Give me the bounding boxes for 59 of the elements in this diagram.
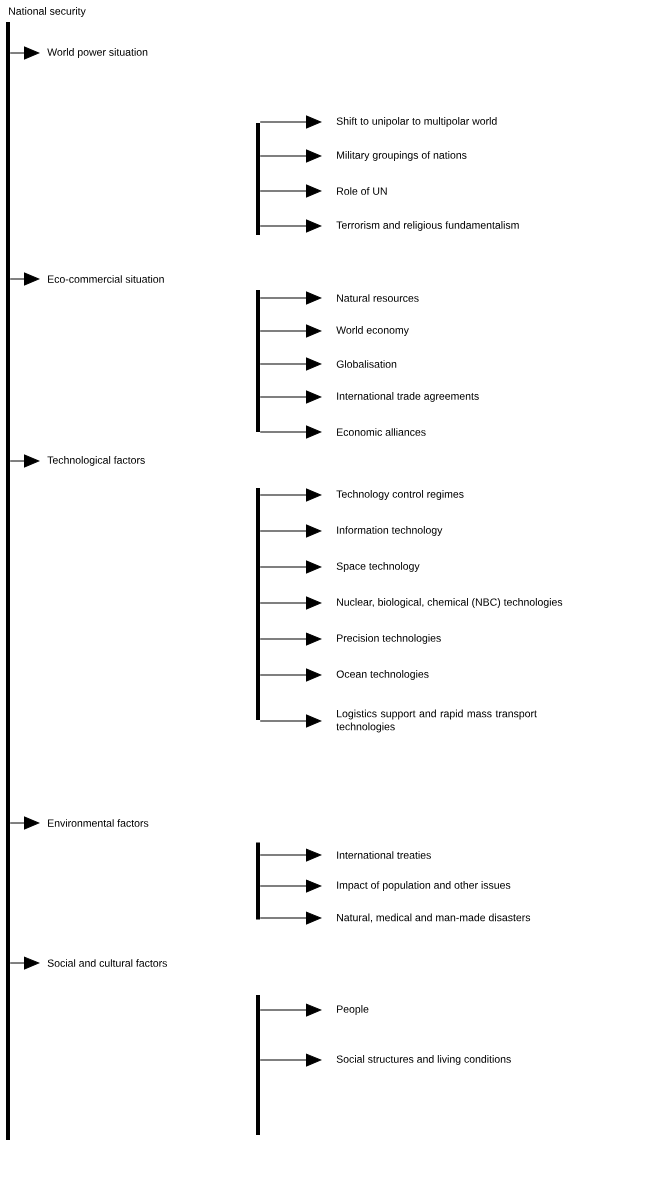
root-label: National security: [9, 7, 86, 17]
branch-bar: [256, 123, 260, 235]
arrow: [259, 879, 322, 893]
item-label: Ocean technologies: [336, 670, 429, 680]
branch-bar: [256, 488, 260, 720]
item-label: Economic alliances: [337, 428, 426, 436]
item-label: World economy: [336, 326, 409, 336]
item-label: Information technology: [337, 526, 443, 536]
item-label: Terrorism and religious fundamentalism: [336, 221, 519, 231]
branch-bar: [6, 22, 10, 1140]
item-label: Technology control regimes: [336, 490, 464, 500]
branch-bar: [256, 290, 260, 432]
arrow: [259, 560, 322, 574]
item-label: Shift to unipolar to multipolar world: [336, 117, 497, 127]
branch-bar: [256, 842, 260, 920]
arrow: [259, 1053, 322, 1067]
category-label: Technological factors: [47, 456, 145, 466]
arrow: [9, 956, 40, 970]
arrow: [259, 324, 322, 338]
arrow: [259, 714, 322, 728]
arrow: [259, 911, 322, 925]
item-label: Impact of population and other issues: [337, 881, 511, 891]
category-label: World power situation: [47, 48, 148, 58]
category-label: Environmental factors: [48, 819, 149, 827]
arrow: [259, 668, 322, 682]
arrow: [259, 632, 322, 646]
arrow: [259, 149, 322, 163]
arrow: [259, 184, 322, 198]
arrow: [9, 46, 40, 60]
arrow: [9, 272, 40, 286]
arrow: [259, 357, 322, 371]
item-label: International trade agreements: [337, 392, 479, 402]
item-label: Social structures and living conditions: [336, 1055, 511, 1065]
arrow: [259, 291, 322, 305]
item-label: Role of UN: [337, 187, 387, 195]
arrow: [259, 115, 322, 129]
category-label: Social and cultural factors: [47, 959, 167, 967]
item-label: Natural resources: [337, 294, 419, 302]
category-label: Eco-commercial situation: [48, 275, 164, 283]
arrow: [259, 848, 322, 862]
item-label: Space technology: [336, 562, 420, 572]
arrow: [259, 390, 322, 404]
item-label: Precision technologies: [337, 634, 441, 644]
arrow: [259, 425, 322, 439]
item-label: Military groupings of nations: [337, 151, 467, 161]
item-label: Natural, medical and man-made disasters: [337, 913, 531, 923]
arrow: [259, 1003, 322, 1017]
arrow: [259, 488, 322, 502]
arrow: [259, 596, 322, 610]
branch-bar: [256, 995, 260, 1135]
arrow: [259, 219, 322, 233]
arrow: [9, 816, 40, 830]
item-label: Nuclear, biological, chemical (NBC) technologies: [337, 598, 563, 608]
item-label: Globalisation: [336, 360, 397, 368]
item-label: People: [337, 1005, 369, 1015]
arrow: [9, 454, 40, 468]
item-label: International treaties: [337, 851, 431, 859]
item-label: Logistics support and rapid mass transport technologies: [336, 709, 537, 733]
arrow: [259, 524, 322, 538]
